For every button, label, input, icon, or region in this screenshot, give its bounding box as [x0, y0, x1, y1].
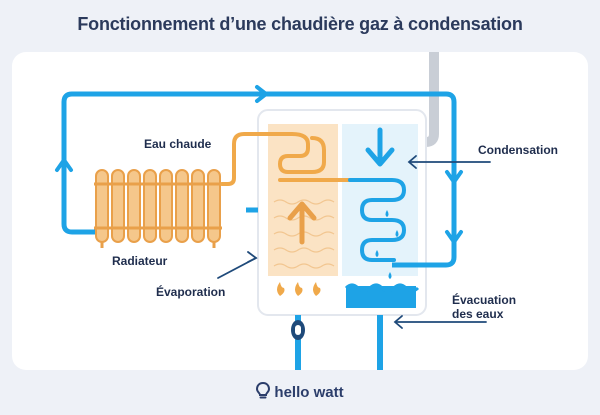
label-evacuation-line2: des eaux	[452, 307, 504, 321]
hot-water-pipe	[220, 132, 354, 186]
label-eau-chaude: Eau chaude	[144, 137, 212, 151]
page-title: Fonctionnement d’une chaudière gaz à con…	[77, 14, 523, 34]
lightbulb-icon	[256, 381, 271, 404]
flow-arrow-left	[55, 158, 73, 172]
water-droplets	[375, 210, 399, 279]
label-evacuation-line1: Évacuation	[452, 293, 517, 307]
brand-footer: hello watt	[0, 381, 600, 404]
callout-lines	[217, 155, 491, 329]
flow-arrow-right	[445, 170, 463, 184]
label-evacuation: Évacuation des eaux	[452, 293, 516, 321]
heating-circuit	[61, 91, 457, 268]
label-evaporation: Évaporation	[156, 285, 226, 299]
condensation-down-arrow	[365, 127, 395, 167]
condensation-coil	[348, 178, 406, 262]
label-radiateur: Radiateur	[112, 254, 168, 268]
flame-icon	[313, 282, 321, 296]
diagram-card: Eau chaude Radiateur Évaporation Condens…	[12, 52, 588, 370]
flame-icon	[277, 282, 285, 296]
evaporation-up-arrow	[287, 201, 317, 245]
label-condensation: Condensation	[478, 143, 558, 157]
flame-icons	[277, 282, 321, 296]
boiler-diagram	[55, 52, 491, 370]
flow-arrow-right-2	[445, 230, 463, 244]
water-surface	[344, 283, 420, 293]
flow-arrow-top	[255, 85, 268, 103]
flame-icon	[295, 282, 303, 296]
radiator	[72, 169, 222, 248]
brand-name: hello watt	[274, 383, 344, 401]
